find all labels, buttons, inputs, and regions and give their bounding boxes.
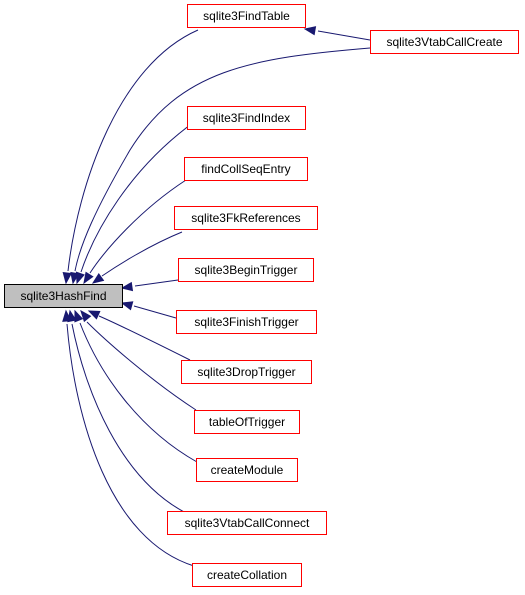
- edge-line: [79, 322, 198, 463]
- arrowhead-icon: [75, 271, 85, 285]
- node-sqlite3FindTable[interactable]: sqlite3FindTable: [187, 4, 306, 28]
- node-label: createCollation: [207, 568, 287, 582]
- node-box: [176, 310, 317, 334]
- node-box: [196, 458, 298, 482]
- edge-line: [66, 323, 195, 567]
- node-label: sqlite3FinishTrigger: [194, 315, 298, 329]
- node-sqlite3VtabCallConnect[interactable]: sqlite3VtabCallConnect: [167, 511, 327, 535]
- node-box: [370, 30, 519, 54]
- edge-line: [80, 124, 191, 273]
- node-box: [174, 206, 318, 230]
- node-sqlite3FindIndex[interactable]: sqlite3FindIndex: [187, 106, 306, 130]
- node-box: [178, 258, 314, 282]
- edge-findCollSeqEntry-to-sqlite3HashFind: [83, 179, 187, 285]
- arrowhead-icon: [83, 271, 94, 285]
- node-sqlite3FkReferences[interactable]: sqlite3FkReferences: [174, 206, 318, 230]
- node-box: [167, 511, 327, 535]
- root-node-box: [4, 284, 123, 308]
- node-label: findCollSeqEntry: [201, 162, 290, 176]
- edge-sqlite3FindTable-to-sqlite3HashFind: [62, 29, 199, 285]
- arrowhead-icon: [74, 309, 84, 323]
- arrowhead-icon: [91, 273, 105, 284]
- node-label: sqlite3FindTable: [203, 9, 290, 23]
- node-box: [181, 360, 312, 384]
- node-sqlite3BeginTrigger[interactable]: sqlite3BeginTrigger: [178, 258, 314, 282]
- node-tableOfTrigger[interactable]: tableOfTrigger: [194, 410, 300, 434]
- edge-line: [317, 30, 371, 41]
- edge-line: [74, 47, 371, 272]
- root-node[interactable]: sqlite3HashFind: [4, 284, 123, 308]
- node-label: sqlite3FkReferences: [191, 211, 300, 225]
- arrowhead-icon: [62, 272, 72, 285]
- node-label: sqlite3BeginTrigger: [195, 263, 298, 277]
- node-box: [194, 410, 300, 434]
- edge-line: [67, 29, 199, 272]
- node-box: [187, 106, 306, 130]
- edge-sqlite3VtabCallConnect-to-sqlite3HashFind: [67, 309, 189, 515]
- edge-line: [134, 279, 179, 287]
- edge-createModule-to-sqlite3HashFind: [74, 309, 198, 463]
- edge-tableOfTrigger-to-sqlite3HashFind: [80, 309, 197, 411]
- edge-sqlite3FinishTrigger-to-sqlite3HashFind: [120, 301, 177, 319]
- node-label: tableOfTrigger: [209, 415, 285, 429]
- arrowhead-icon: [120, 301, 134, 311]
- nodes-layer: sqlite3HashFind sqlite3FindTable sqlite3Vt…: [4, 4, 519, 587]
- node-label: sqlite3DropTrigger: [197, 365, 295, 379]
- node-label: createModule: [211, 463, 284, 477]
- arrowhead-icon: [62, 309, 72, 322]
- node-box: [187, 4, 306, 28]
- node-sqlite3VtabCallCreate[interactable]: sqlite3VtabCallCreate: [370, 30, 519, 54]
- edge-line: [71, 323, 189, 515]
- edge-line: [86, 321, 197, 411]
- node-label: sqlite3VtabCallConnect: [185, 516, 310, 530]
- node-createModule[interactable]: createModule: [196, 458, 298, 482]
- edge-line: [133, 305, 177, 319]
- edge-line: [89, 179, 187, 274]
- edge-sqlite3VtabCallCreate-to-sqlite3FindTable: [303, 26, 371, 41]
- node-findCollSeqEntry[interactable]: findCollSeqEntry: [184, 157, 308, 181]
- node-label: sqlite3FindIndex: [203, 111, 290, 125]
- edge-createCollation-to-sqlite3HashFind: [62, 309, 195, 567]
- edge-line: [101, 231, 183, 277]
- root-node-label: sqlite3HashFind: [20, 289, 106, 303]
- arrowhead-icon: [80, 309, 92, 323]
- edge-sqlite3FkReferences-to-sqlite3HashFind: [91, 231, 183, 284]
- node-box: [192, 563, 302, 587]
- arrowhead-icon: [87, 310, 101, 320]
- node-sqlite3DropTrigger[interactable]: sqlite3DropTrigger: [181, 360, 312, 384]
- edge-sqlite3BeginTrigger-to-sqlite3HashFind: [120, 279, 179, 292]
- node-sqlite3FinishTrigger[interactable]: sqlite3FinishTrigger: [176, 310, 317, 334]
- edges-layer: [62, 26, 371, 567]
- edge-line: [98, 315, 191, 361]
- edge-sqlite3DropTrigger-to-sqlite3HashFind: [87, 310, 191, 361]
- node-label: sqlite3VtabCallCreate: [386, 35, 502, 49]
- arrowhead-icon: [120, 281, 134, 292]
- edge-sqlite3FindIndex-to-sqlite3HashFind: [75, 124, 191, 285]
- node-createCollation[interactable]: createCollation: [192, 563, 302, 587]
- arrowhead-icon: [303, 26, 317, 36]
- node-box: [184, 157, 308, 181]
